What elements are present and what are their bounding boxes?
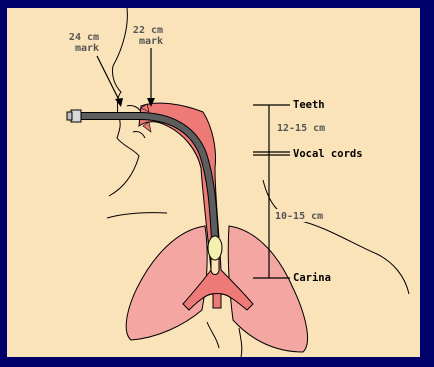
chest-line xyxy=(239,328,242,357)
label-carina: Carina xyxy=(293,272,331,284)
label-cords-to-carina: 10-15 cm xyxy=(275,211,323,222)
label-teeth-to-cords: 12-15 cm xyxy=(277,123,325,134)
tube-connector-end xyxy=(67,112,72,120)
tube-cuff xyxy=(208,236,222,260)
arrow-24cm xyxy=(97,56,120,102)
diagram-panel: 24 cm mark 22 cm mark Teeth 12-15 cm Voc… xyxy=(7,8,420,357)
label-teeth: Teeth xyxy=(293,99,325,111)
label-22cm-mark: 22 cm mark xyxy=(133,25,169,47)
mouth-lip-upper xyxy=(127,105,141,112)
arrow-24cm-head xyxy=(115,98,123,107)
intubation-diagram: 24 cm mark 22 cm mark Teeth 12-15 cm Voc… xyxy=(7,8,420,357)
endotracheal-tube-fill xyxy=(79,116,215,240)
label-24cm-mark: 24 cm mark xyxy=(69,32,105,54)
mediastinum-line xyxy=(207,322,219,348)
mouth-lip-lower xyxy=(133,131,145,138)
face-profile xyxy=(109,8,139,196)
neck-front xyxy=(107,213,167,218)
right-lung xyxy=(126,226,207,340)
label-vocal-cords: Vocal cords xyxy=(293,148,363,160)
